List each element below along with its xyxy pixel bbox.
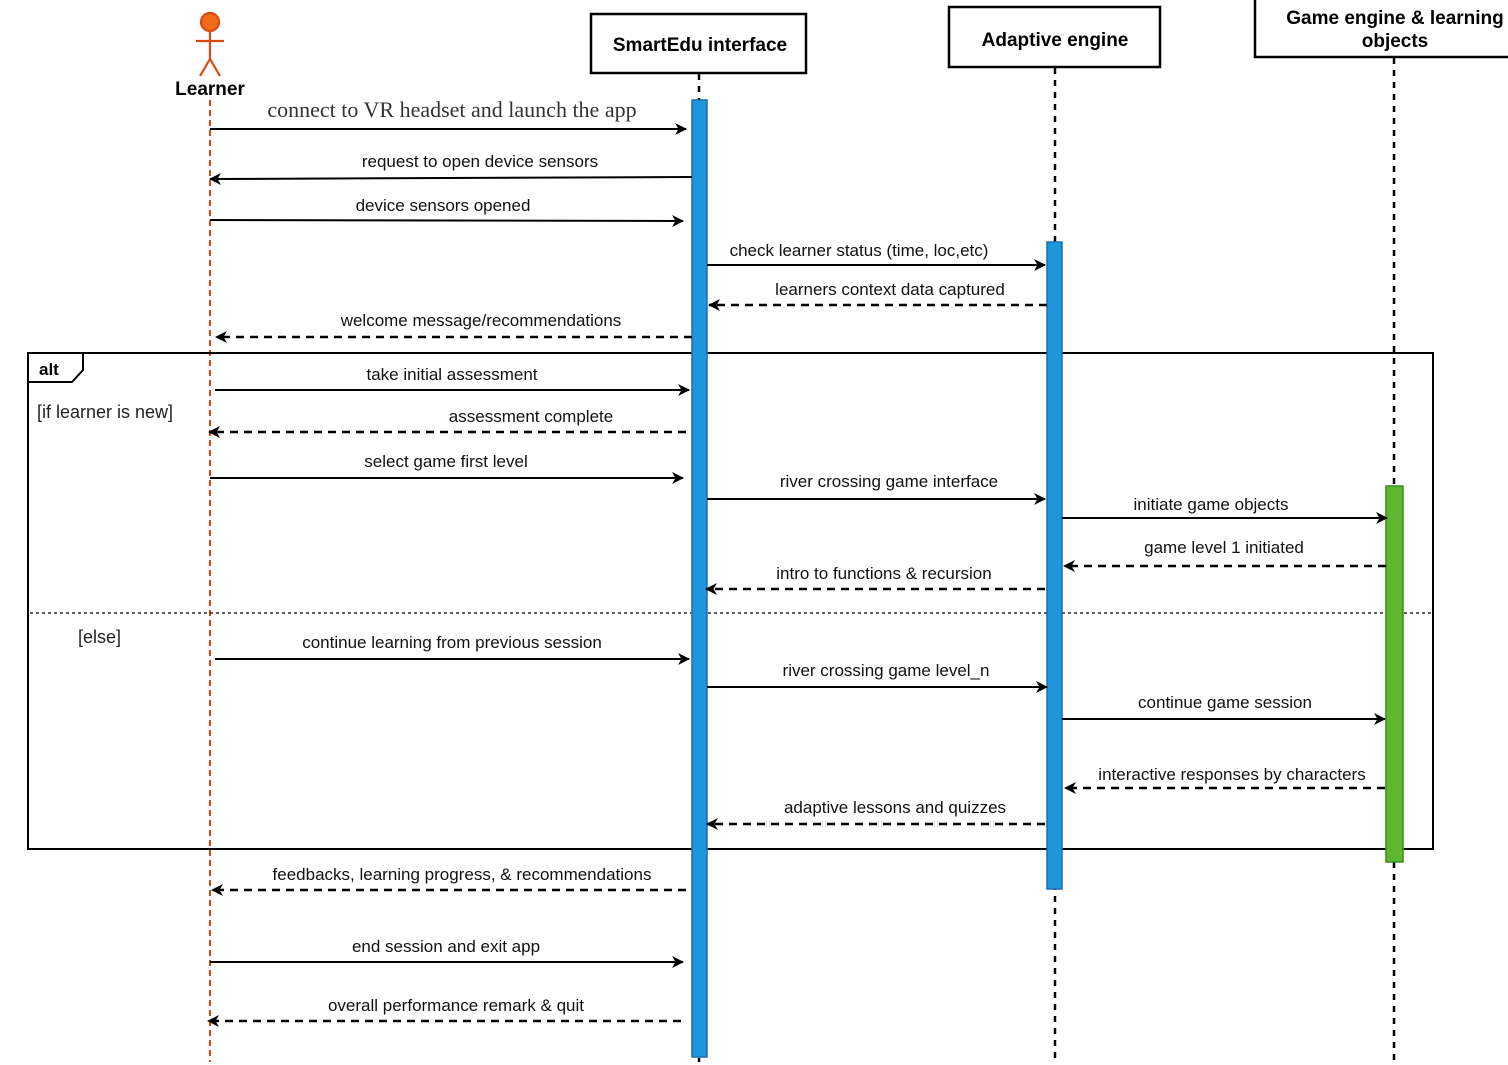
svg-text:assessment complete: assessment complete xyxy=(449,407,613,426)
message-0: connect to VR headset and launch the app xyxy=(210,97,687,135)
engine-activation-bar xyxy=(1046,241,1063,890)
learner-label: Learner xyxy=(175,79,245,100)
message-4: learners context data captured xyxy=(708,280,1047,311)
svg-text:check learner status (time, lo: check learner status (time, loc,etc) xyxy=(730,241,989,260)
message-18: feedbacks, learning progress, & recommen… xyxy=(211,865,686,896)
learner-actor-icon xyxy=(196,11,224,77)
svg-text:continue learning from previou: continue learning from previous session xyxy=(302,633,602,652)
message-13: continue learning from previous session xyxy=(215,633,690,665)
svg-text:learners context data captured: learners context data captured xyxy=(775,280,1005,299)
engine-box xyxy=(947,5,1162,69)
svg-text:overall performance remark & q: overall performance remark & quit xyxy=(328,996,584,1015)
message-7: assessment complete xyxy=(208,407,686,438)
svg-text:select game first level: select game first level xyxy=(364,452,527,471)
message-19: end session and exit app xyxy=(210,937,684,968)
message-16: interactive responses by characters xyxy=(1064,765,1385,794)
svg-text:adaptive lessons and quizzes: adaptive lessons and quizzes xyxy=(784,798,1006,817)
message-3: check learner status (time, loc,etc) xyxy=(707,241,1046,271)
game-box-label-line2: objects xyxy=(1362,31,1429,52)
guard-if-label: [if learner is new] xyxy=(37,402,173,422)
game-box-label-line1: Game engine & learning xyxy=(1286,8,1504,29)
message-15: continue game session xyxy=(1062,693,1386,725)
svg-text:welcome message/recommendation: welcome message/recommendations xyxy=(340,311,622,330)
svg-text:continue game session: continue game session xyxy=(1138,693,1312,712)
engine-box-label: Adaptive engine xyxy=(982,30,1129,51)
message-9: river crossing game interface xyxy=(707,472,1046,505)
alt-operator-label: alt xyxy=(39,360,59,379)
svg-text:take initial assessment: take initial assessment xyxy=(366,365,537,384)
alt-frame-tab xyxy=(27,352,84,383)
svg-text:end session and exit app: end session and exit app xyxy=(352,937,540,956)
game-activation-bar xyxy=(1385,485,1404,863)
message-11: game level 1 initiated xyxy=(1063,538,1386,572)
svg-text:river crossing game interface: river crossing game interface xyxy=(780,472,998,491)
message-14: river crossing game level_n xyxy=(707,661,1048,693)
message-2: device sensors opened xyxy=(209,196,684,227)
interface-box xyxy=(589,12,808,75)
svg-text:intro to functions & recursion: intro to functions & recursion xyxy=(776,564,991,583)
svg-text:river crossing game level_n: river crossing game level_n xyxy=(783,661,990,680)
message-20: overall performance remark & quit xyxy=(207,996,681,1027)
alt-frame xyxy=(27,352,1434,850)
message-8: select game first level xyxy=(210,452,684,484)
svg-text:connect to VR headset and laun: connect to VR headset and launch the app xyxy=(267,97,636,122)
svg-text:initiate game objects: initiate game objects xyxy=(1134,495,1289,514)
message-1: request to open device sensors xyxy=(209,152,693,185)
message-17: adaptive lessons and quizzes xyxy=(706,798,1045,830)
svg-text:request to open device sensors: request to open device sensors xyxy=(362,152,598,171)
svg-text:feedbacks, learning progress,: feedbacks, learning progress, & recommen… xyxy=(273,865,652,884)
guard-else-label: [else] xyxy=(78,627,121,647)
message-5: welcome message/recommendations xyxy=(215,311,692,343)
message-10: initiate game objects xyxy=(1062,495,1388,524)
game-box xyxy=(1253,0,1508,59)
interface-box-label: SmartEdu interface xyxy=(613,35,787,56)
svg-text:game level 1 initiated: game level 1 initiated xyxy=(1144,538,1304,557)
interface-activation-bar xyxy=(691,99,708,1058)
message-6: take initial assessment xyxy=(215,365,690,396)
message-12: intro to functions & recursion xyxy=(705,564,1045,595)
svg-text:device sensors opened: device sensors opened xyxy=(356,196,531,215)
svg-text:interactive responses by chara: interactive responses by characters xyxy=(1098,765,1365,784)
